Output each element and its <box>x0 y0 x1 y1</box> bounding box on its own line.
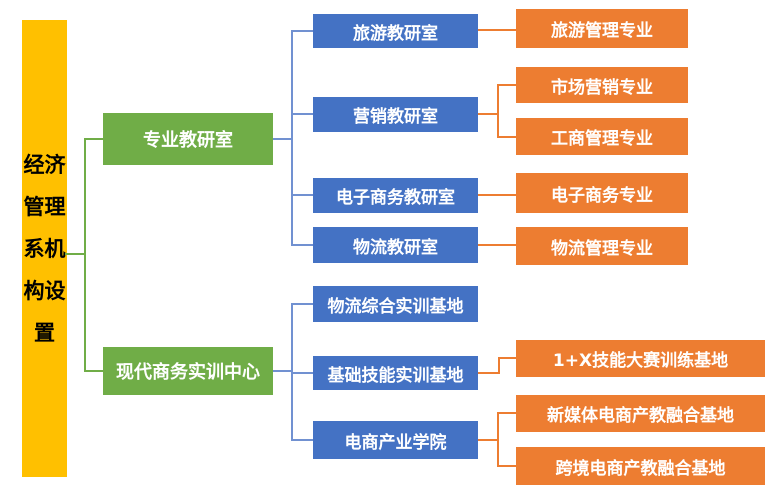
connector-line <box>497 136 516 138</box>
node-label: 电商产业学院 <box>344 432 447 453</box>
connector-line <box>478 244 516 246</box>
connector-line <box>291 113 313 115</box>
node-label: 工商管理专业 <box>551 129 653 149</box>
node-major-ecommerce: 电子商务专业 <box>516 173 688 213</box>
node-label: 物流综合实训基地 <box>327 296 464 317</box>
node-label: 新媒体电商产教融合基地 <box>547 406 734 426</box>
node-base-crossborder-ecommerce: 跨境电商产教融合基地 <box>516 447 765 485</box>
node-office-tourism: 旅游教研室 <box>313 14 478 48</box>
node-label: 旅游管理专业 <box>551 21 653 41</box>
node-base-1x-skills-competition: 1+X技能大赛训练基地 <box>516 340 765 377</box>
connector-line <box>84 370 103 372</box>
node-office-logistics: 物流教研室 <box>313 227 478 263</box>
node-label: 基础技能实训基地 <box>327 365 464 386</box>
connector-line <box>498 357 516 359</box>
connector-line <box>497 465 516 467</box>
node-label: 市场营销专业 <box>551 77 653 98</box>
node-label: 营销教研室 <box>353 107 438 127</box>
node-major-business-administration: 工商管理专业 <box>516 118 688 155</box>
node-office-marketing: 营销教研室 <box>313 97 478 132</box>
connector-line <box>273 370 293 372</box>
connector-line <box>291 372 313 374</box>
node-office-ecommerce: 电子商务教研室 <box>313 178 478 213</box>
node-label: 跨境电商产教融合基地 <box>555 458 726 479</box>
connector-line <box>291 194 313 196</box>
connector-line <box>478 113 499 115</box>
node-department-teaching-offices: 专业教研室 <box>103 113 273 165</box>
connector-line <box>478 194 516 196</box>
node-label: 电子商务专业 <box>551 185 653 206</box>
node-major-tourism-management: 旅游管理专业 <box>516 9 688 48</box>
node-major-logistics-management: 物流管理专业 <box>516 227 688 265</box>
connector-line <box>478 372 500 374</box>
connector-line <box>291 244 313 246</box>
connector-line <box>497 412 499 467</box>
node-label: 物流管理专业 <box>551 238 653 259</box>
connector-line <box>497 84 499 138</box>
node-department-training-center: 现代商务实训中心 <box>103 347 273 395</box>
node-ecommerce-industry-college: 电商产业学院 <box>313 421 478 459</box>
node-label: 专业教研室 <box>143 130 233 151</box>
node-base-logistics-training: 物流综合实训基地 <box>313 286 478 322</box>
connector-line <box>84 138 103 140</box>
node-base-new-media-ecommerce: 新媒体电商产教融合基地 <box>516 395 765 432</box>
root-label: 经济管理系机构设置 <box>23 152 66 345</box>
connector-line <box>291 303 313 305</box>
connector-line <box>497 84 516 86</box>
node-base-basic-skills: 基础技能实训基地 <box>313 356 478 390</box>
connector-line <box>84 138 86 372</box>
node-label: 现代商务实训中心 <box>116 362 260 383</box>
connector-line <box>497 412 516 414</box>
connector-line <box>478 29 516 31</box>
connector-line <box>478 439 499 441</box>
node-major-marketing: 市场营销专业 <box>516 67 688 103</box>
node-label: 物流教研室 <box>353 237 438 258</box>
connector-line <box>498 357 500 374</box>
connector-line <box>291 439 313 441</box>
connector-line <box>273 138 293 140</box>
node-label: 旅游教研室 <box>353 23 438 44</box>
connector-line <box>291 30 313 32</box>
node-root: 经济管理系机构设置 <box>22 20 67 477</box>
node-label: 1+X技能大赛训练基地 <box>552 351 729 371</box>
node-label: 电子商务教研室 <box>336 188 455 208</box>
connector-line <box>291 30 293 246</box>
connector-line <box>65 253 85 255</box>
